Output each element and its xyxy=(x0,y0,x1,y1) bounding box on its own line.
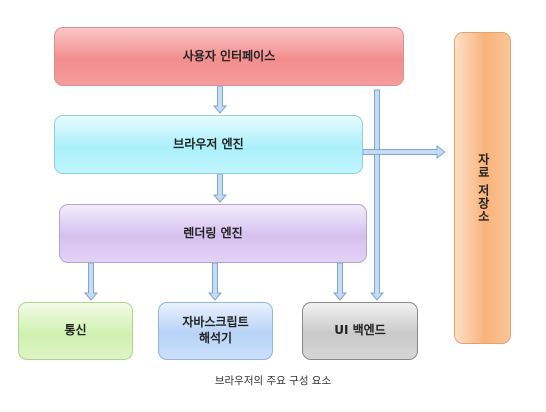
arrow-ui-to-ui-backend xyxy=(369,89,385,301)
javascript-interpreter-node: 자바스크립트 해석기 xyxy=(158,302,273,360)
diagram-caption: 브라우저의 주요 구성 요소 xyxy=(214,375,332,387)
arrow-browser-to-data-storage xyxy=(362,145,446,159)
arrow-ui-to-browser-engine xyxy=(212,85,228,114)
data-storage-node: 자료 저장소 xyxy=(454,32,511,344)
arrow-rendering-to-ui-backend xyxy=(332,262,348,301)
ui-backend-node: UI 백엔드 xyxy=(302,302,418,360)
rendering-engine-label: 렌더링 엔진 xyxy=(183,225,243,240)
networking-node: 통신 xyxy=(18,302,133,360)
rendering-engine-node: 렌더링 엔진 xyxy=(59,204,367,263)
browser-engine-node: 브라우저 엔진 xyxy=(54,115,363,174)
networking-label: 통신 xyxy=(64,323,87,338)
browser-engine-label: 브라우저 엔진 xyxy=(173,136,244,151)
user-interface-label: 사용자 인터페이스 xyxy=(182,48,276,63)
ui-backend-label: UI 백엔드 xyxy=(334,323,386,338)
data-storage-label: 자료 저장소 xyxy=(476,152,491,224)
arrow-rendering-to-js-interpreter xyxy=(207,262,223,301)
user-interface-node: 사용자 인터페이스 xyxy=(54,27,404,86)
arrow-rendering-to-networking xyxy=(83,262,99,301)
arrow-browser-to-rendering-engine xyxy=(212,173,228,203)
javascript-interpreter-label: 자바스크립트 해석기 xyxy=(182,315,249,345)
